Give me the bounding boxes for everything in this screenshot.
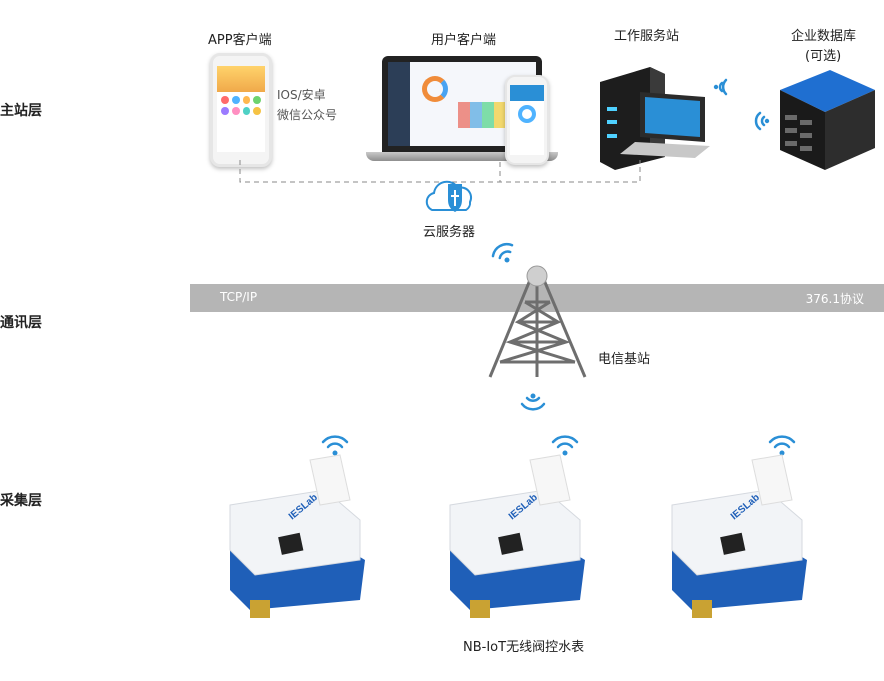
meter-wifi-icon bbox=[551, 435, 579, 456]
user-client-label: 用户客户端 bbox=[431, 33, 497, 48]
database-optional-label: (可选) bbox=[805, 49, 842, 64]
workstation-label: 工作服务站 bbox=[614, 29, 680, 44]
layer-label-collect: 采集层 bbox=[0, 493, 42, 509]
layer-label-master: 主站层 bbox=[0, 103, 42, 119]
app-phone-screen bbox=[217, 66, 265, 152]
meter-label: NB-IoT无线阀控水表 bbox=[463, 640, 585, 655]
protocol-tcpip: TCP/IP bbox=[220, 290, 258, 304]
meter-wifi-icon bbox=[321, 435, 349, 456]
tower-bottom-wifi-icon bbox=[520, 393, 546, 411]
meter-body-image: IESLab bbox=[671, 454, 807, 618]
app-wechat-note: 微信公众号 bbox=[277, 108, 338, 122]
laptop-base bbox=[366, 152, 558, 161]
app-client-label: APP客户端 bbox=[208, 33, 272, 48]
database-server-image bbox=[780, 70, 875, 170]
cloud-server-icon bbox=[425, 180, 473, 212]
protocol-3761: 376.1协议 bbox=[805, 292, 864, 306]
user-phone-image bbox=[505, 75, 549, 165]
database-label: 企业数据库 bbox=[791, 29, 857, 44]
tower-top-wifi-icon bbox=[491, 242, 514, 263]
database-wifi-icon bbox=[754, 111, 770, 131]
workstation-image bbox=[600, 67, 710, 170]
cloud-server-label: 云服务器 bbox=[423, 225, 476, 240]
meter-body-image: IESLab bbox=[449, 454, 585, 618]
cell-tower-image bbox=[488, 265, 587, 378]
base-station-label: 电信基站 bbox=[598, 352, 651, 367]
meter-body-image: IESLab bbox=[229, 454, 365, 618]
workstation-wifi-icon bbox=[713, 78, 728, 96]
app-phone-image bbox=[210, 53, 272, 167]
app-platform-note: IOS/安卓 bbox=[277, 88, 326, 102]
meter-wifi-icon bbox=[768, 435, 796, 456]
layer-label-comm: 通讯层 bbox=[0, 315, 42, 331]
